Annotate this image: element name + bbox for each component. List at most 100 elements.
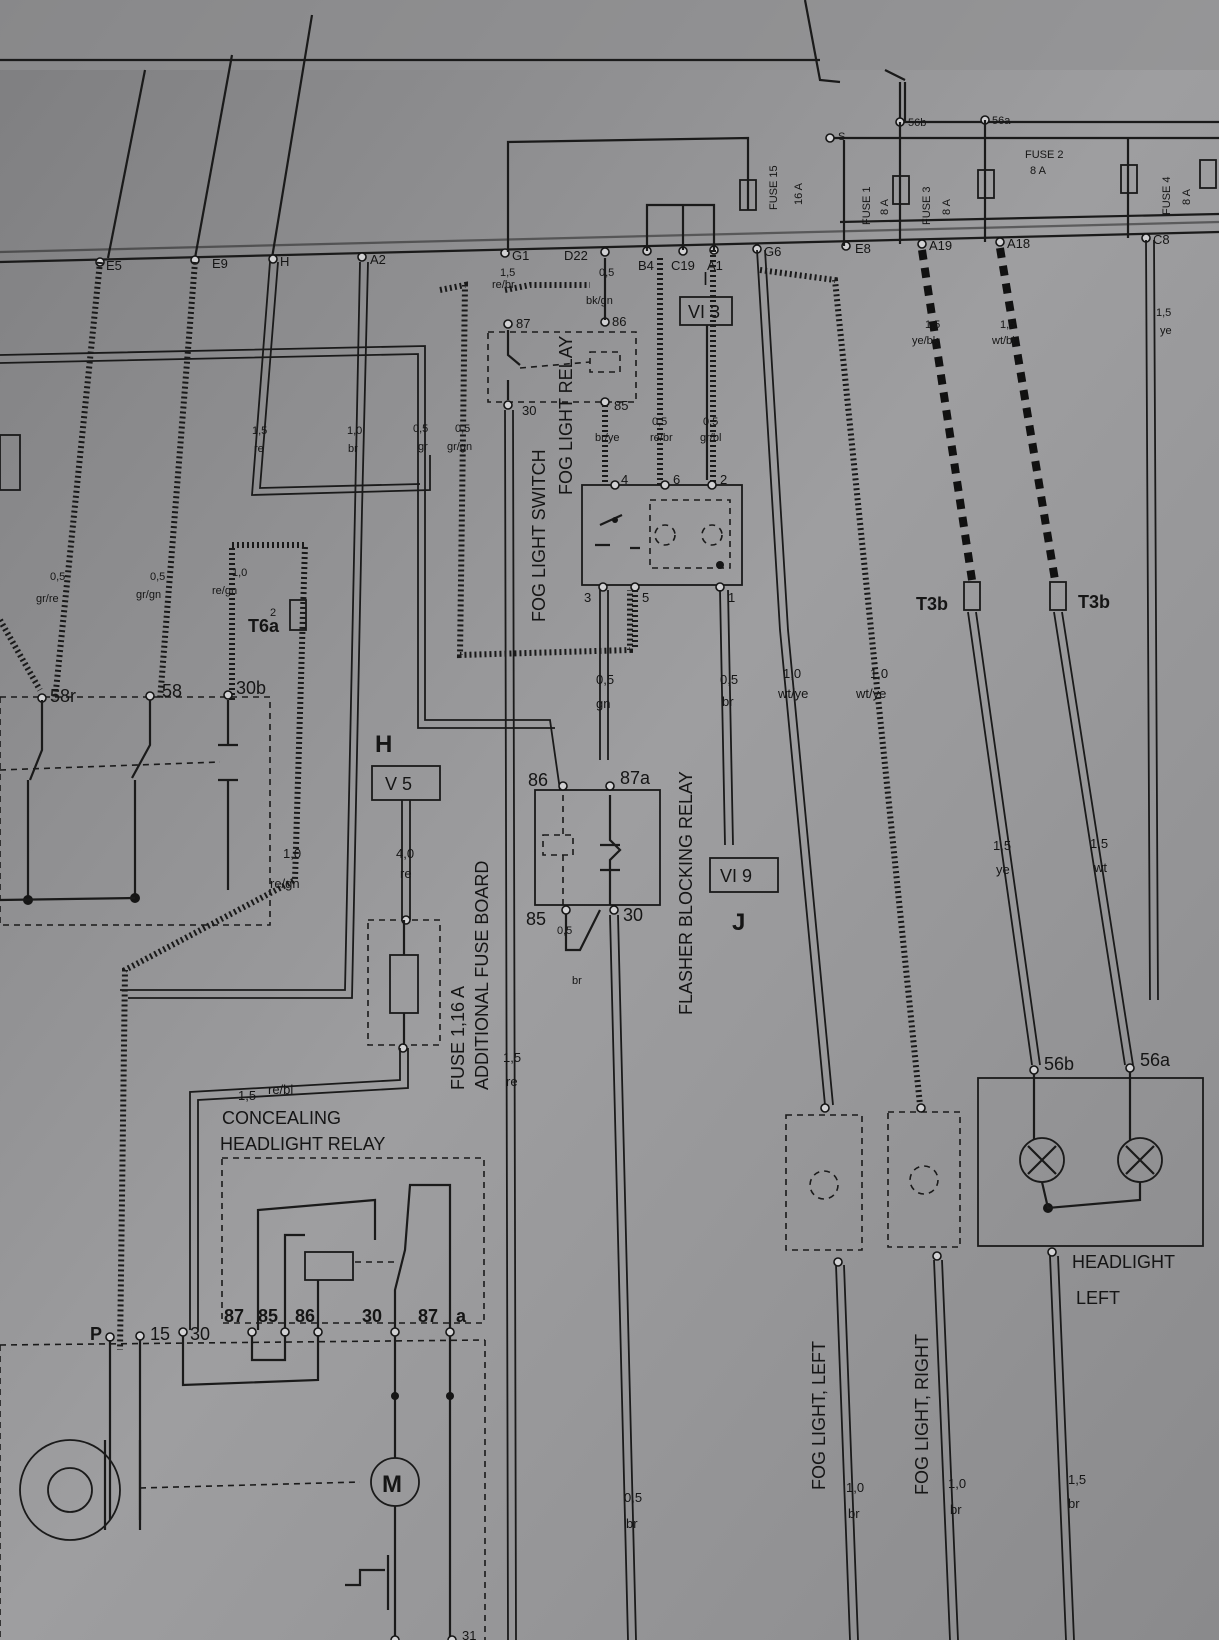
grgn-wire-gauge: 0,5 <box>455 423 470 435</box>
fuse-15-symbol <box>739 179 757 211</box>
bus-terminals: E5 E9 H A2 G1 D22 B4 C19 A1 G6 E8 A19 A1… <box>95 232 1170 273</box>
g1-wire-gauge: 1,5 <box>500 267 515 279</box>
concealing-pin-86: 86 <box>295 1306 315 1326</box>
ye-wire-gauge: 1,5 <box>993 838 1011 853</box>
grgn2-wire-color: gr/gn <box>136 589 161 601</box>
fuse-15-rating: 16 A <box>793 182 805 205</box>
bottom-br4-gauge: 1,5 <box>1068 1472 1086 1487</box>
fog-light-left-unit: FOG LIGHT, LEFT <box>785 1103 863 1640</box>
a18-wire-color: wt/bl <box>991 335 1015 347</box>
bottom-br3-gauge: 1,0 <box>948 1476 966 1491</box>
gn-wire-gauge: 0,5 <box>596 672 614 687</box>
top-feed-lines <box>0 0 1219 259</box>
terminal-b4: B4 <box>638 258 654 273</box>
a2-wire-color: br <box>348 443 358 455</box>
regn2-wire-gauge: 1,0 <box>283 846 301 861</box>
concealing-pin-87a: 87 <box>418 1306 438 1326</box>
flasher-blocking-relay-label: FLASHER BLOCKING RELAY <box>676 771 696 1015</box>
brye-wire-color: br/ye <box>595 432 619 444</box>
switch-pin-3: 3 <box>584 590 591 605</box>
a2-wire-gauge: 1,0 <box>347 425 362 437</box>
d22-wire-color: bk/gn <box>586 295 613 307</box>
switch-pin-6: 6 <box>673 472 680 487</box>
rebr-wire-color: re/br <box>650 432 673 444</box>
bottom-br1-color: br <box>626 1516 638 1531</box>
vi9-code: VI 9 <box>720 866 752 886</box>
v5-wire-color: re <box>400 866 412 881</box>
concealing-relay-label-1: CONCEALING <box>222 1108 341 1128</box>
headlight-wires: 1,5 ye/bk 1,5 wt/bl 1,5 ye T3b T3b 1,5 y… <box>912 239 1172 1066</box>
bottom-br2-gauge: 1,0 <box>846 1480 864 1495</box>
concealing-pin-85: 85 <box>258 1306 278 1326</box>
grbl-wire-gauge: 0,5 <box>703 416 718 428</box>
rebr-wire-gauge: 0,5 <box>652 416 667 428</box>
headlight-motor: P 15 M 31 <box>0 1324 486 1640</box>
terminal-e8: E8 <box>855 241 871 256</box>
center-wire-gauge: 1,5 <box>503 1050 521 1065</box>
terminal-c19: C19 <box>671 258 695 273</box>
concealing-pin-a: a <box>456 1306 467 1326</box>
wt-wire-gauge: 1,5 <box>1090 836 1108 851</box>
br-wire-gauge: 0,5 <box>720 672 738 687</box>
left-section: 1,5 re 1,0 br 0,5 gr 0,5 gr/gn 0,5 gr/re… <box>0 261 633 1351</box>
a18-wire-gauge: 1,5 <box>1000 319 1015 331</box>
terminal-e5: E5 <box>106 258 122 273</box>
terminal-h: H <box>280 254 289 269</box>
terminal-e9: E9 <box>212 256 228 271</box>
flasher-br-wire-gauge: 0,5 <box>557 925 572 937</box>
fuse-board-line-2: ADDITIONAL FUSE BOARD <box>472 861 492 1090</box>
grbl-wire-color: gr/bl <box>700 432 721 444</box>
h-wire-color: re <box>254 443 264 455</box>
switch-output-wires: 0,5 gn 0,5 br <box>596 589 738 846</box>
dimmer-pin-58r: 58r <box>50 686 76 706</box>
t6a-sup: 2 <box>270 607 276 619</box>
v5-wire-gauge: 4,0 <box>396 846 414 861</box>
relay-branch-wires: br/ye 0,5 re/br 0,5 gr/bl <box>595 250 721 485</box>
fuse-3-rating: 8 A <box>941 198 953 215</box>
t6a-label: T6a <box>248 616 280 636</box>
relay-ref-letter: I <box>703 269 708 289</box>
fog-light-relay-label: FOG LIGHT RELAY <box>556 336 576 495</box>
flasher-pin-86: 86 <box>528 770 548 790</box>
wtye1-wire-gauge: 1,0 <box>783 666 801 681</box>
grre-wire-gauge: 0,5 <box>50 571 65 583</box>
fuse-3-name: FUSE 3 <box>921 186 933 225</box>
fuse-strip: FUSE 15 16 A S FUSE 1 8 A 56b FUSE 3 8 A… <box>506 115 1217 252</box>
a19-wire-gauge: 1,5 <box>925 319 940 331</box>
rebl-wire-color: re/bl <box>268 1082 293 1097</box>
additional-fuse-board: H V 5 4,0 re FUSE 1,16 A ADDITIONAL FUSE… <box>189 731 492 1330</box>
g1-wire-color: re/br <box>492 279 515 291</box>
ye-wire-color: ye <box>996 862 1010 877</box>
concealing-relay-label-2: HEADLIGHT RELAY <box>220 1134 385 1154</box>
terminal-a2: A2 <box>370 252 386 267</box>
flasher-pin-87a: 87a <box>620 768 651 788</box>
headlight-pin-56a: 56a <box>1140 1050 1171 1070</box>
headlight-left-unit: 56b 56a HEADLIGHT LEFT <box>977 1050 1204 1640</box>
bottom-wire-labels: 0,5 br 1,0 br 1,0 br 1,5 br <box>624 1472 1086 1531</box>
switch-pin-4: 4 <box>621 472 628 487</box>
fuse-1-name: FUSE 1 <box>861 186 873 225</box>
fuse-2-name: FUSE 2 <box>1025 149 1064 161</box>
h-wire-gauge: 1,5 <box>252 425 267 437</box>
wt-wire-color: wt <box>1093 860 1107 875</box>
terminal-a19: A19 <box>929 238 952 253</box>
fog-light-switch: 4 6 2 3 5 1 FOG LIGHT SWITCH <box>529 449 743 622</box>
terminal-a18: A18 <box>1007 236 1030 251</box>
fuse-4-symbol <box>1120 164 1138 194</box>
feed-s: S <box>838 131 845 143</box>
gn-wire-color: gn <box>596 696 610 711</box>
flasher-pin-30: 30 <box>623 905 643 925</box>
bottom-br4-color: br <box>1068 1496 1080 1511</box>
j-marker: J <box>732 909 745 936</box>
dimmer-pin-30b: 30b <box>236 678 266 698</box>
fog-light-relay: 87 86 30 85 FOG LIGHT RELAY 0,5 bk/gn 1,… <box>487 258 733 495</box>
switch-pin-1: 1 <box>728 590 735 605</box>
regn2-wire-color: re/gn <box>270 876 300 891</box>
c8-wire-color: ye <box>1160 325 1172 337</box>
wtye2-wire-gauge: 1,0 <box>870 666 888 681</box>
grgn2-wire-gauge: 0,5 <box>150 571 165 583</box>
feed-56b-top: 56b <box>908 117 926 129</box>
fuse-2-rating: 8 A <box>1030 165 1047 177</box>
concealing-pin-30: 30 <box>362 1306 382 1326</box>
